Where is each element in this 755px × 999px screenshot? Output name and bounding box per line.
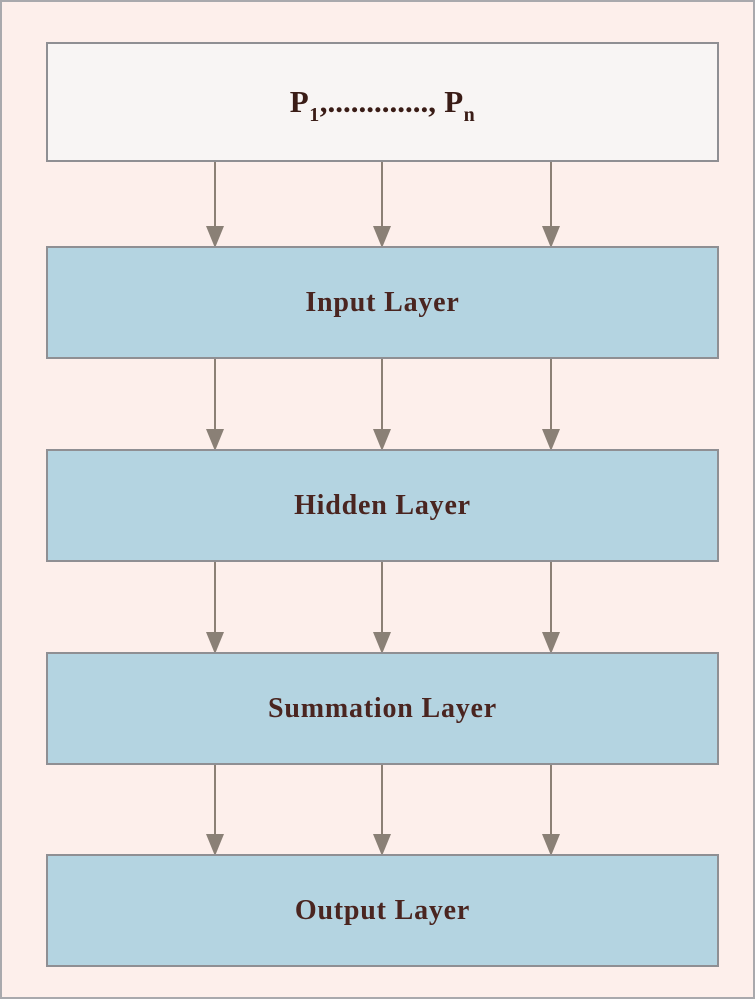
- arrow-shaft: [214, 162, 216, 228]
- pattern-p-first: P: [289, 84, 310, 119]
- arrow-shaft: [550, 765, 552, 836]
- pattern-subscript-last: n: [463, 104, 476, 126]
- arrow-down-icon: [205, 562, 225, 654]
- arrow-group-summation-to-output: [2, 765, 753, 856]
- arrow-down-icon: [205, 359, 225, 451]
- arrow-head: [373, 226, 391, 248]
- arrow-shaft: [381, 162, 383, 228]
- arrow-head: [542, 429, 560, 451]
- pattern-ellipsis: ,.............,: [319, 84, 436, 119]
- arrow-down-icon: [372, 359, 392, 451]
- arrow-down-icon: [372, 765, 392, 856]
- arrow-head: [206, 429, 224, 451]
- arrow-head: [206, 632, 224, 654]
- arrow-down-icon: [541, 359, 561, 451]
- arrow-head: [373, 429, 391, 451]
- layer-box-output: Output Layer: [46, 854, 719, 967]
- layer-label-input: Input Layer: [305, 286, 460, 318]
- arrow-down-icon: [372, 162, 392, 248]
- layer-box-input: Input Layer: [46, 246, 719, 359]
- arrow-down-icon: [541, 765, 561, 856]
- layer-label-summation: Summation Layer: [268, 692, 497, 724]
- arrow-down-icon: [541, 562, 561, 654]
- arrow-head: [373, 834, 391, 856]
- arrow-group-hidden-to-summation: [2, 562, 753, 654]
- arrow-shaft: [550, 562, 552, 634]
- arrow-head: [206, 226, 224, 248]
- layer-label-output: Output Layer: [294, 894, 471, 926]
- arrow-head: [542, 226, 560, 248]
- layer-box-summation: Summation Layer: [46, 652, 719, 765]
- arrow-group-input-to-hidden: [2, 359, 753, 451]
- arrow-head: [206, 834, 224, 856]
- pattern-p-last: P: [444, 84, 464, 119]
- arrow-shaft: [381, 359, 383, 431]
- layer-label-hidden: Hidden Layer: [294, 489, 471, 521]
- layer-box-hidden: Hidden Layer: [46, 449, 719, 562]
- arrow-shaft: [214, 562, 216, 634]
- arrow-shaft: [214, 359, 216, 431]
- arrow-down-icon: [541, 162, 561, 248]
- arrow-shaft: [381, 765, 383, 836]
- arrow-shaft: [550, 162, 552, 228]
- arrow-shaft: [214, 765, 216, 836]
- arrow-down-icon: [205, 765, 225, 856]
- arrow-head: [542, 834, 560, 856]
- arrow-head: [542, 632, 560, 654]
- pattern-subscript-first: 1: [309, 104, 320, 126]
- arrow-shaft: [381, 562, 383, 634]
- arrow-down-icon: [205, 162, 225, 248]
- arrow-shaft: [550, 359, 552, 431]
- arrow-group-source-to-input: [2, 162, 753, 248]
- arrow-head: [373, 632, 391, 654]
- arrow-down-icon: [372, 562, 392, 654]
